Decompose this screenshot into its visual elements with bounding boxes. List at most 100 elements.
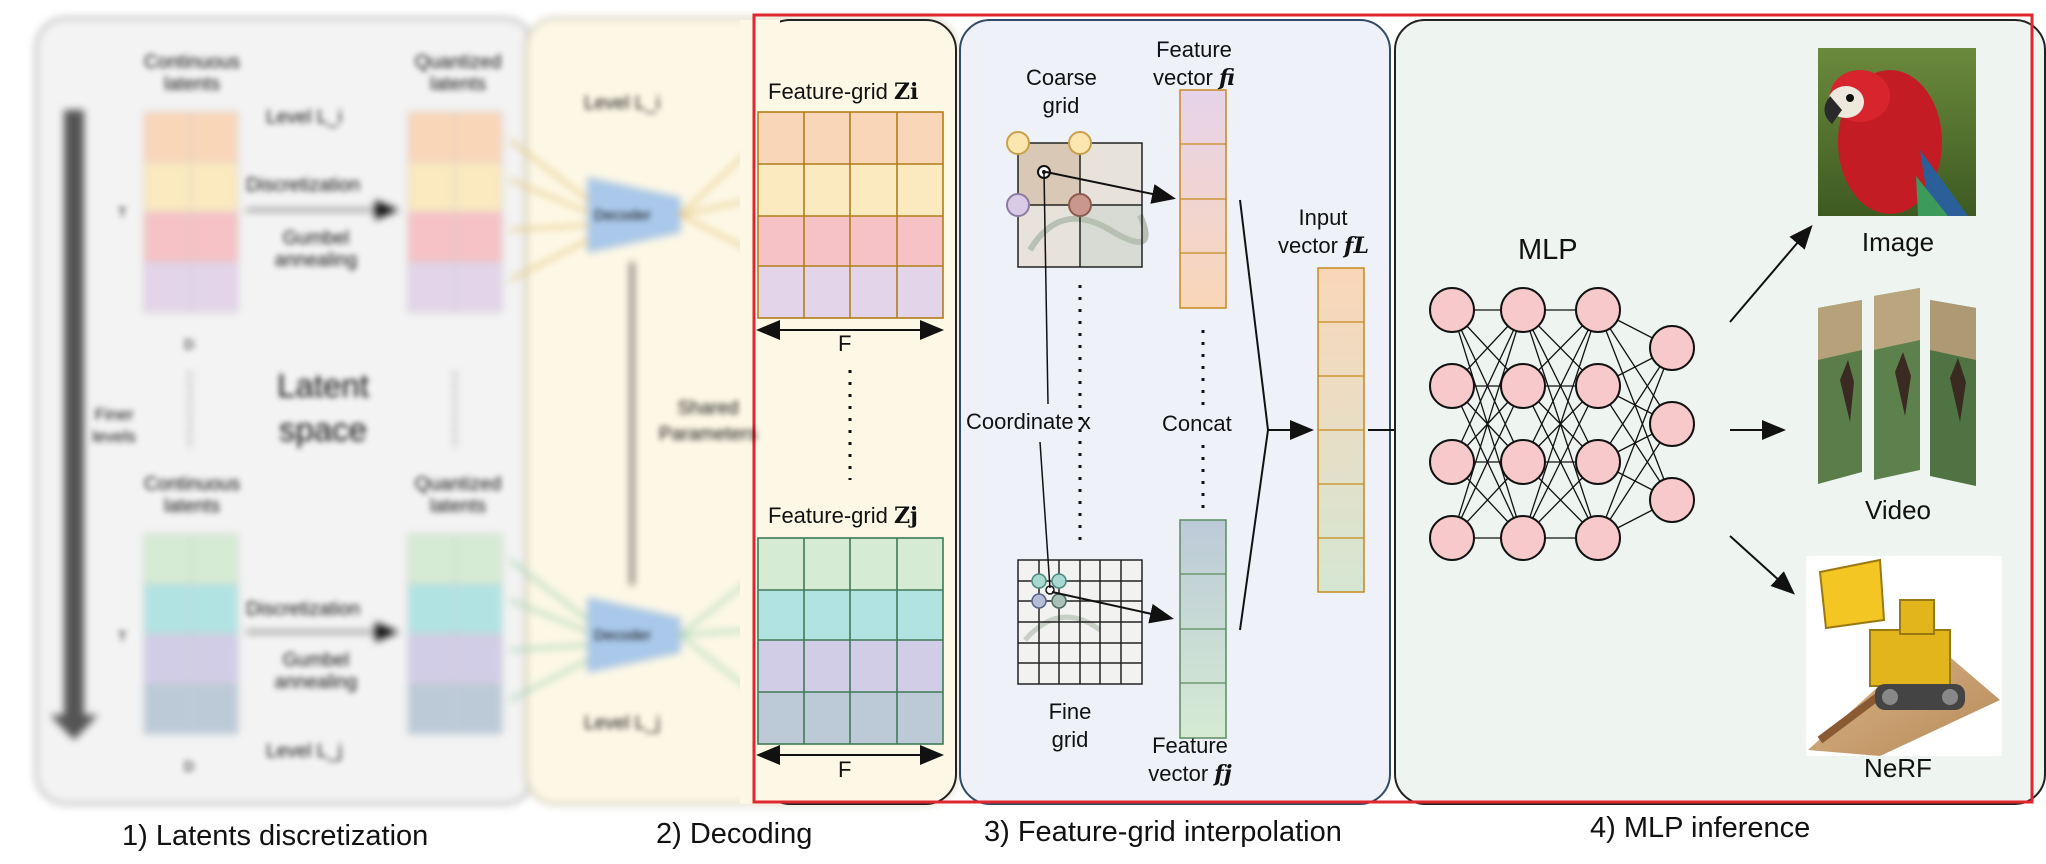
caption-feature-grid-interpolation: 3) Feature-grid interpolation [984, 816, 1342, 848]
quantized-latent-grid-top [407, 111, 503, 313]
feature-vector-fj-label: Feature vector fj [1144, 732, 1236, 788]
finer-levels-label: Finer levels [92, 405, 136, 446]
highlight-border [752, 13, 2034, 804]
quantized-latents-top-label: Quantized latents [414, 52, 502, 95]
discretization-bottom-label: Discretization [246, 599, 361, 620]
mlp-node-layer-3 [1575, 515, 1621, 561]
mlp-edge [1522, 309, 1599, 539]
continuous-latents-bottom-label: Continuous latents [143, 474, 241, 517]
level-bottom-label: Level L_j [266, 741, 343, 762]
mlp-node-layer-4 [1649, 325, 1695, 371]
output-video-label: Video [1864, 495, 1932, 525]
mlp-edge [1451, 309, 1524, 463]
dim-d-bottom: D [184, 758, 195, 774]
feature-vector-fj [1179, 519, 1227, 739]
mlp-node-layer-2 [1500, 287, 1546, 333]
gumbel-top-label: Gumbel annealing [274, 228, 358, 271]
continuous-latents-top-label: Continuous latents [143, 52, 241, 95]
feature-vector-fj-label-line2: vector [1148, 761, 1209, 786]
dim-d-top: D [184, 336, 195, 352]
input-vector-label-line2: vector [1278, 233, 1338, 258]
output-video-frames [1818, 288, 1976, 486]
quantized-latents-bottom-label: Quantized latents [414, 474, 502, 517]
mlp-label: MLP [1518, 234, 1578, 266]
mlp-node-layer-4 [1649, 477, 1695, 523]
mlp-node-layer-1 [1429, 515, 1475, 561]
mlp-edge [1451, 385, 1524, 539]
feature-vector-fi-label-line2: vector [1152, 65, 1213, 90]
mlp-node-layer-4 [1649, 401, 1695, 447]
input-vector-label-line1: Input [1298, 205, 1348, 230]
dim-t-bottom: T [118, 628, 127, 644]
decoder-bottom-label: Decoder [594, 627, 651, 644]
coarse-grid-label-line1: Coarse [1026, 65, 1097, 90]
feature-grid-zi-label: Feature-grid Zi [768, 78, 918, 106]
feature-grid-top-width-label: F [838, 331, 852, 356]
output-nerf-label: NeRF [1864, 753, 1932, 783]
fine-grid-label-line2: grid [1051, 727, 1089, 752]
level-top-label: Level L_i [266, 107, 343, 128]
panel-decoding-grids [740, 19, 957, 805]
feature-grid-zi-symbol: Zi [893, 79, 919, 105]
mlp-edge [1522, 309, 1599, 463]
fine-grid-label: Fine grid [1040, 698, 1100, 754]
mlp-node-layer-1 [1429, 287, 1475, 333]
feature-vector-fj-label-line1: Feature [1152, 733, 1228, 758]
gumbel-bottom-label: Gumbel annealing [274, 650, 358, 693]
feature-vector-fi-label-line1: Feature [1156, 37, 1232, 62]
caption-latents-discretization: 1) Latents discretization [122, 820, 429, 852]
continuous-latent-grid-bottom [143, 533, 239, 735]
panel-latents [35, 17, 535, 805]
feature-grid-zj-text: Feature-grid [768, 503, 888, 528]
mlp-edge [1597, 347, 1673, 539]
mlp-node-layer-2 [1500, 439, 1546, 485]
fine-grid-label-line1: Fine [1048, 699, 1092, 724]
mlp-node-layer-1 [1429, 439, 1475, 485]
feature-vector-fi [1179, 89, 1227, 309]
discretization-top-label: Discretization [246, 175, 361, 196]
coordinate-x-label: Coordinate x [966, 409, 1091, 434]
fine-grid [1017, 559, 1143, 685]
mlp-node-layer-3 [1575, 439, 1621, 485]
shared-parameters-label: Shared Parameters [658, 398, 758, 445]
coarse-grid [1006, 131, 1149, 268]
caption-mlp-inference: 4) MLP inference [1590, 812, 1811, 844]
decoder-top-label: Decoder [594, 207, 651, 224]
coarse-grid-label: Coarse grid [1026, 64, 1097, 120]
decoding-level-bottom-label: Level L_j [584, 713, 661, 734]
mlp-edge [1522, 385, 1599, 539]
dim-t-top: T [118, 204, 127, 220]
quantized-latent-grid-bottom [407, 533, 503, 735]
feature-grid-zj [757, 537, 944, 745]
mlp-node-layer-3 [1575, 287, 1621, 333]
coarse-grid-label-line2: grid [1042, 93, 1080, 118]
feature-grid-zj-label: Feature-grid Zj [768, 502, 918, 530]
mlp-node-layer-2 [1500, 515, 1546, 561]
output-image-label: Image [1861, 227, 1935, 257]
feature-vector-fi-symbol: fi [1219, 65, 1236, 91]
concat-label: Concat [1162, 411, 1232, 436]
continuous-latent-grid-top [143, 111, 239, 313]
mlp-node-layer-3 [1575, 363, 1621, 409]
panel-mlp [1394, 19, 2046, 805]
latent-space-label: Latent space [277, 367, 369, 448]
mlp-node-layer-1 [1429, 363, 1475, 409]
panel-interpolation [959, 19, 1432, 805]
feature-grid-zi-text: Feature-grid [768, 79, 888, 104]
mlp-node-layer-2 [1500, 363, 1546, 409]
input-vector-label: Input vector fL [1278, 204, 1369, 260]
caption-decoding: 2) Decoding [656, 818, 813, 850]
output-image-parrot [1818, 48, 1976, 216]
feature-grid-bottom-width-label: F [838, 757, 852, 782]
feature-vector-fi-label: Feature vector fi [1148, 36, 1240, 92]
feature-vector-fj-symbol: fj [1214, 761, 1232, 787]
input-vector-fl [1317, 267, 1365, 593]
output-nerf-lego [1806, 556, 2002, 756]
feature-grid-zj-symbol: Zj [893, 503, 918, 529]
decoding-level-top-label: Level L_i [584, 93, 661, 114]
mlp-nodes [1429, 287, 1695, 561]
feature-grid-zi [757, 111, 944, 319]
mlp-edge [1451, 309, 1524, 539]
input-vector-symbol: fL [1344, 233, 1369, 259]
